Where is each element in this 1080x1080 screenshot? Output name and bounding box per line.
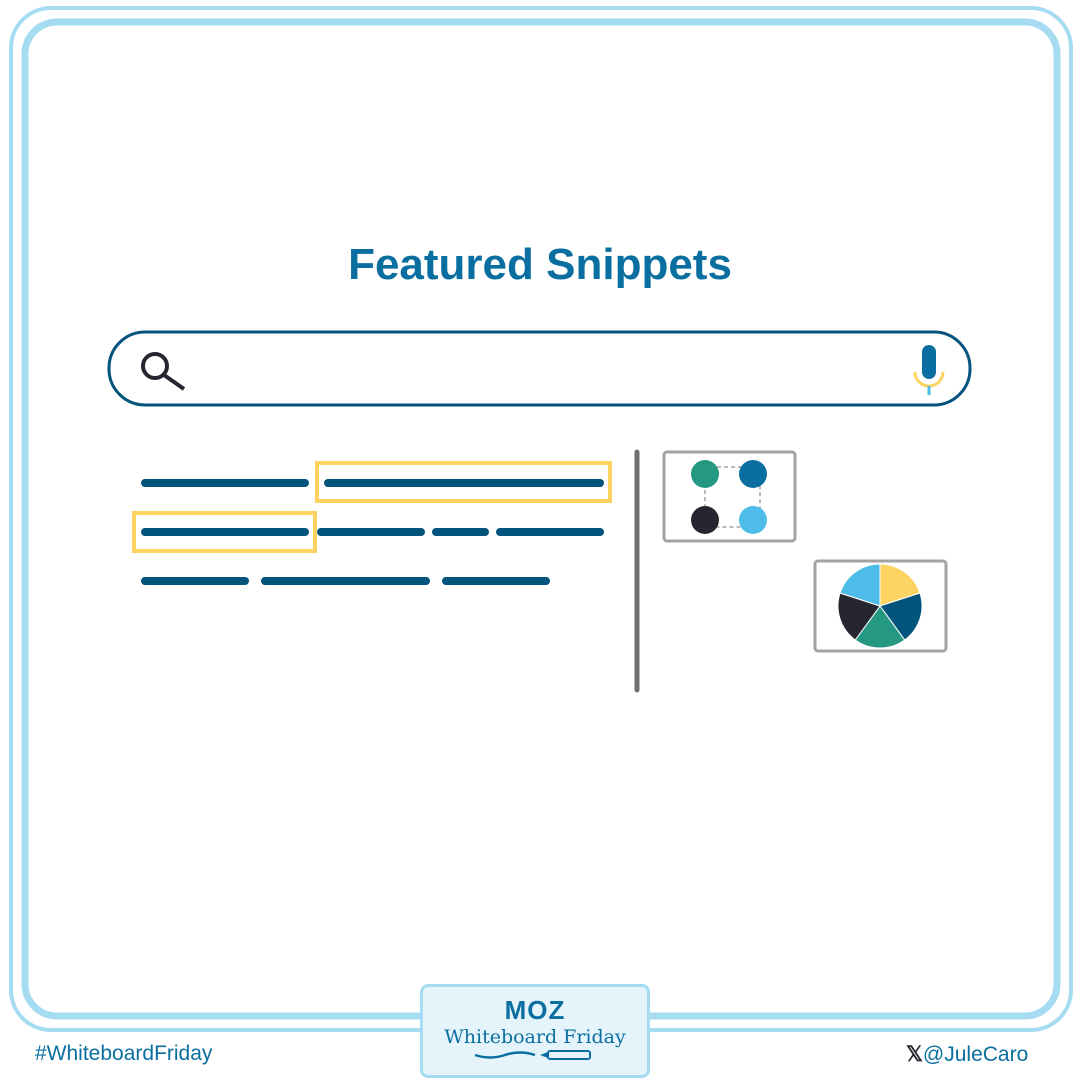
twitter-handle[interactable]: 𝕏@JuleCaro bbox=[906, 1042, 1028, 1067]
inner-frame bbox=[21, 18, 1061, 1020]
moz-logo: MOZ bbox=[504, 995, 566, 1025]
series-name: Whiteboard Friday bbox=[444, 1026, 626, 1048]
pie-slice bbox=[879, 592, 923, 641]
search-bar[interactable] bbox=[107, 330, 972, 407]
hashtag: #WhiteboardFriday bbox=[35, 1042, 213, 1065]
pie-slice bbox=[879, 563, 921, 607]
search-icon bbox=[141, 352, 186, 391]
handle-text: @JuleCaro bbox=[922, 1043, 1029, 1066]
pie-slice bbox=[837, 592, 881, 641]
moz-whiteboard-friday-logo: MOZ Whiteboard Friday bbox=[420, 984, 650, 1078]
outer-frame bbox=[9, 6, 1073, 1032]
marker-icon bbox=[474, 1050, 591, 1060]
highlight-box bbox=[132, 511, 317, 553]
node bbox=[739, 460, 767, 488]
node bbox=[691, 460, 719, 488]
pie-slice bbox=[854, 605, 906, 649]
node bbox=[739, 506, 767, 534]
snippet-text-lines bbox=[141, 479, 604, 585]
page-title: Featured Snippets bbox=[348, 240, 732, 289]
network-image bbox=[662, 450, 797, 543]
pie-chart bbox=[837, 563, 923, 649]
x-logo-icon: 𝕏 bbox=[906, 1043, 923, 1066]
node bbox=[691, 506, 719, 534]
pie-slice bbox=[839, 563, 881, 607]
highlight-box bbox=[315, 461, 612, 503]
microphone-icon[interactable] bbox=[913, 345, 945, 395]
